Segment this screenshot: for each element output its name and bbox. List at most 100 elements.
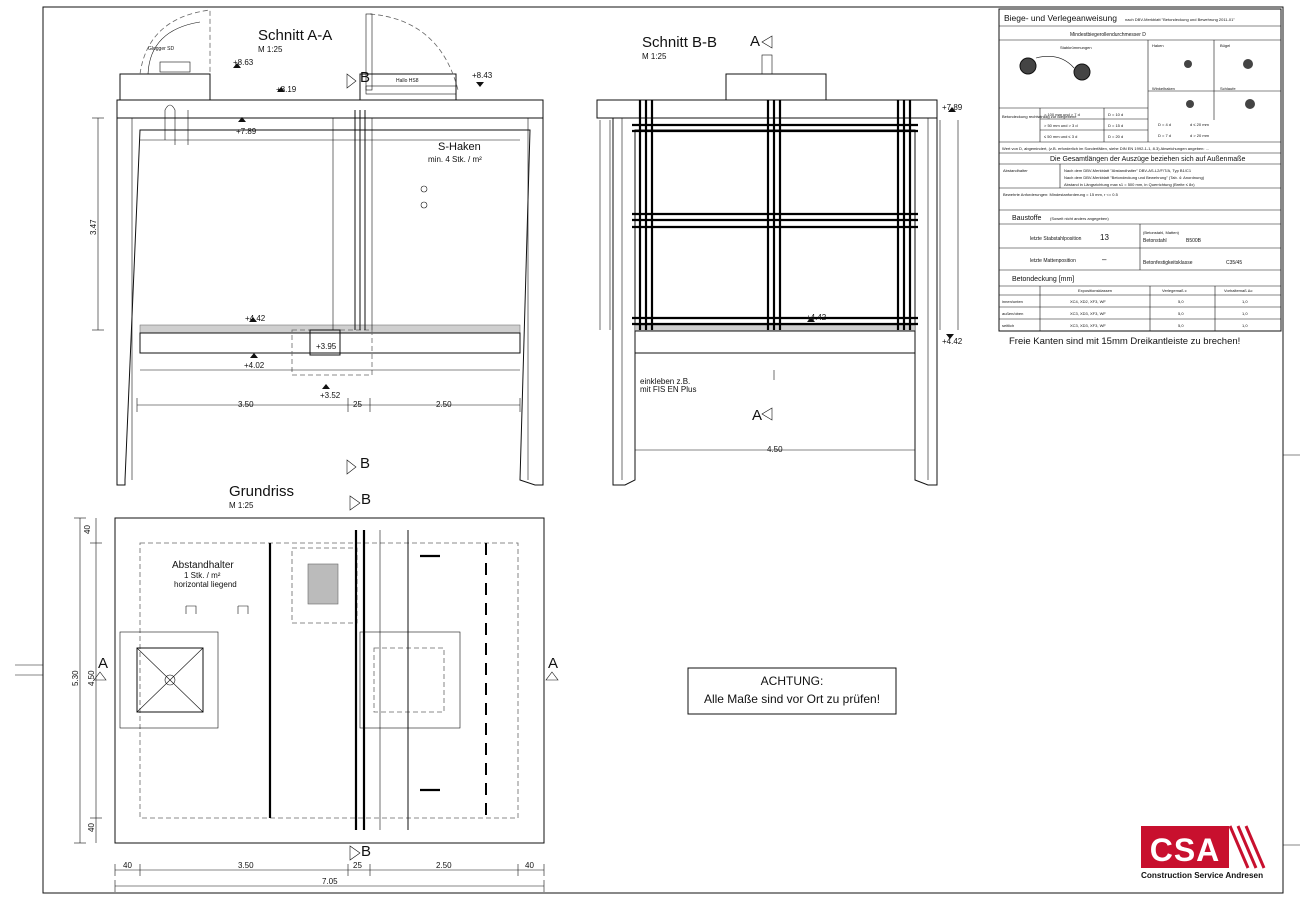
- festigkeit-value: C35/45: [1226, 260, 1242, 266]
- row-vorh: 1,0: [1242, 299, 1248, 304]
- notes-winkel: Winkelhaken: [1152, 86, 1175, 91]
- section-mark-a-right: A: [548, 655, 558, 672]
- level-863: +8.63: [233, 58, 254, 67]
- einkleben-label: einkleben z.B.: [640, 377, 690, 386]
- baustoffe-title: Baustoffe: [1012, 215, 1042, 222]
- company-logo: CSA Construction Service Andresen: [1141, 825, 1266, 880]
- notice-line2: Alle Maße sind vor Ort zu prüfen!: [704, 692, 880, 706]
- betonstahl-note: (Betonstahl, Matten): [1143, 230, 1180, 235]
- section-mark-b-plan-bottom: B: [361, 843, 371, 860]
- deckung-title: Betondeckung [mm]: [1012, 276, 1074, 283]
- notes-table: Biege- und Verlegeanweisung nach DBV-Mer…: [998, 8, 1282, 347]
- notes-buegel: Bügel: [1220, 43, 1230, 48]
- dim-plan-25: 25: [353, 861, 362, 870]
- dim-plan-250: 2.50: [436, 861, 452, 870]
- notes-statik: Stabkrümmungen: [1060, 45, 1092, 50]
- notes-hk3: d ≤ 20 mm: [1190, 122, 1210, 127]
- notes-row2: > 50 mm und > 3 d: [1044, 123, 1078, 128]
- row-exp: XC4, XD2, XF3, WF: [1070, 299, 1106, 304]
- section-bb-scale: M 1:25: [642, 52, 667, 61]
- matten-label: letzte Mattenposition: [1030, 258, 1076, 264]
- section-aa-title: Schnitt A-A: [258, 27, 332, 44]
- freie-kanten-note: Freie Kanten sind mit 15mm Dreikantleist…: [1009, 336, 1240, 347]
- level-442: +4.42: [245, 314, 266, 323]
- fis-label: mit FIS EN Plus: [640, 385, 696, 394]
- dim-bb-450: 4.50: [767, 445, 783, 454]
- level-395: +3.95: [316, 342, 337, 351]
- dim-plan-40c: 40: [83, 525, 92, 534]
- stab-value: 13: [1100, 233, 1109, 242]
- matten-value: –: [1102, 255, 1107, 264]
- notes-bewehrt: Bewehrte Anforderungen: Mindestanforderu…: [1003, 192, 1119, 197]
- row-name: außen/oben: [1002, 311, 1023, 316]
- stab-label: letzte Stabstahlposition: [1030, 236, 1082, 242]
- table-row: innen/unten XC4, XD2, XF3, WF 5,0 1,0: [1002, 299, 1248, 304]
- logo-text: CSA: [1150, 832, 1221, 868]
- s-haken-sub: min. 4 Stk. / m²: [428, 155, 482, 164]
- notes-haken: Haken: [1152, 43, 1164, 48]
- row-exp: XC3, XD3, XF3, WF: [1070, 311, 1106, 316]
- betonstahl-label: Betonstahl: [1143, 238, 1167, 244]
- level-789: +7.89: [236, 127, 257, 136]
- abstandhalter-sub1: 1 Stk. / m²: [184, 571, 221, 580]
- notice-line1: ACHTUNG:: [761, 674, 824, 688]
- notes-c1: D = 10 d: [1108, 112, 1123, 117]
- notes-abstandhalter: Abstandhalter: [1003, 168, 1028, 173]
- sheet-border: [42, 6, 1284, 894]
- col-exp: Expositionsklassen: [1078, 288, 1112, 293]
- row-verl: 5,0: [1178, 311, 1184, 316]
- dim-plan-40b: 40: [525, 861, 534, 870]
- notes-c3: D = 20 d: [1108, 134, 1123, 139]
- row-verl: 5,0: [1178, 299, 1184, 304]
- level-bb-442-right: +4.42: [942, 337, 963, 346]
- dim-aa-347: 3.47: [89, 219, 98, 235]
- row-name: seitlich: [1002, 323, 1014, 328]
- table-row: seitlich XC3, XD3, XF3, WF 5,0 1,0: [1002, 323, 1248, 328]
- section-mark-b-top: B: [360, 69, 370, 86]
- notes-footnote: Wert von D, abgemindert, (z.B. erforderl…: [1002, 146, 1209, 151]
- section-mark-a-bottom: A: [752, 407, 762, 424]
- row-name: innen/unten: [1002, 299, 1023, 304]
- notes-schlaufe: Schlaufe: [1220, 86, 1236, 91]
- section-aa-scale: M 1:25: [258, 45, 283, 54]
- notes-hk2: D = 7 d: [1158, 133, 1171, 138]
- dim-plan-40d: 40: [87, 823, 96, 832]
- notes-abst3: Abstand in Längsrichtung max s1 = 500 mm…: [1064, 182, 1195, 187]
- notes-hk1: D = 4 d: [1158, 122, 1171, 127]
- section-bb-title: Schnitt B-B: [642, 34, 717, 51]
- hallo-label: Hallo HS8: [396, 78, 419, 84]
- notes-bd-label: Betondeckung rechtwinklig zur Biegebene: [1002, 114, 1077, 119]
- s-haken-title: S-Haken: [438, 141, 481, 153]
- dim-plan-350: 3.50: [238, 861, 254, 870]
- abstandhalter-title: Abstandhalter: [172, 560, 234, 571]
- baustoffe-note: (Soweit nicht anders angegeben): [1050, 216, 1109, 221]
- row-exp: XC3, XD3, XF3, WF: [1070, 323, 1106, 328]
- level-bb-789: +7.89: [942, 103, 963, 112]
- table-row: außen/oben XC3, XD3, XF3, WF 5,0 1,0: [1002, 311, 1248, 316]
- col-vorh: Vorhaltemaß Δc: [1224, 288, 1252, 293]
- abstandhalter-sub2: horizontal liegend: [174, 580, 237, 589]
- betonstahl-value: B500B: [1186, 238, 1202, 244]
- notes-gesamt: Die Gesamtlängen der Auszüge beziehen si…: [1050, 156, 1245, 163]
- row-vorh: 1,0: [1242, 311, 1248, 316]
- glogger-label: Glogger SD: [148, 46, 175, 52]
- level-843: +8.43: [472, 71, 493, 80]
- section-aa: Schnitt A-A M 1:25 Glogger SD Hallo HS8: [89, 9, 544, 486]
- dim-plan-705: 7.05: [322, 877, 338, 886]
- logo-subtitle: Construction Service Andresen: [1141, 871, 1263, 880]
- plan-scale: M 1:25: [229, 501, 254, 510]
- section-mark-a-left: A: [98, 655, 108, 672]
- level-352: +3.52: [320, 391, 341, 400]
- dim-plan-530: 5.30: [71, 670, 80, 686]
- dim-plan-450: 4.50: [87, 670, 96, 686]
- section-mark-b-plan: B: [361, 491, 371, 508]
- festigkeit-label: Betonfestigkeitsklasse: [1143, 260, 1193, 266]
- dim-aa-250: 2.50: [436, 400, 452, 409]
- level-819: +8.19: [276, 85, 297, 94]
- col-verl: Verlegemaß c: [1162, 288, 1187, 293]
- notes-hk4: d > 20 mm: [1190, 133, 1210, 138]
- notes-mindest: Mindestbiegerollendurchmesser D: [1070, 32, 1146, 38]
- section-mark-b-bottom: B: [360, 455, 370, 472]
- row-vorh: 1,0: [1242, 323, 1248, 328]
